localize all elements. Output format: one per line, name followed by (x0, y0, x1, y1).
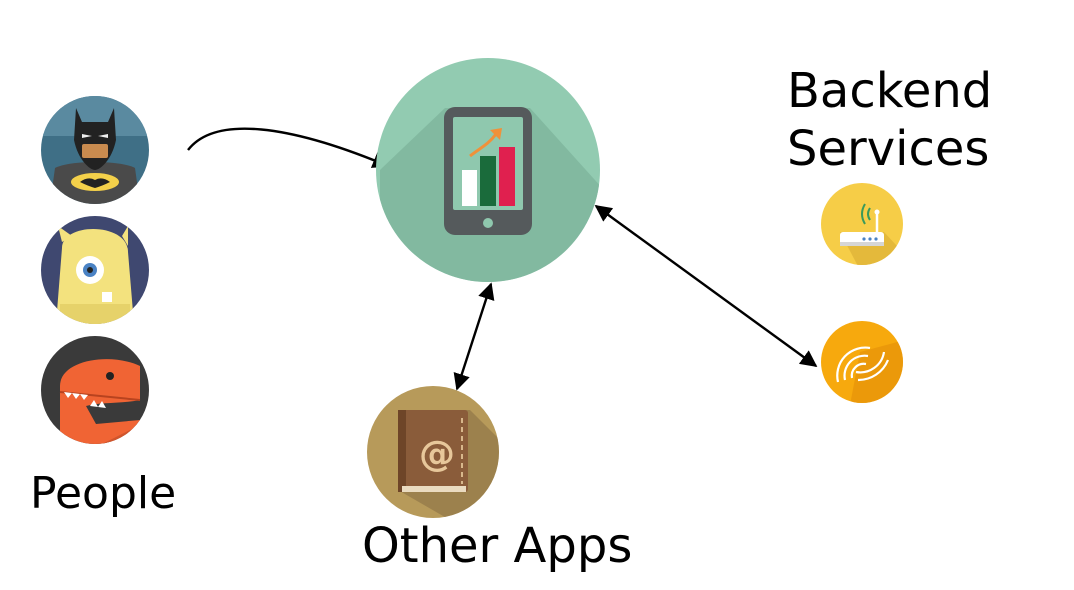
monster-avatar (41, 216, 149, 324)
people-label: People (30, 468, 177, 519)
dinosaur-avatar (41, 336, 149, 444)
app-backend-arrow (594, 205, 818, 367)
batman-avatar (41, 96, 149, 204)
app-other-apps-arrow (453, 282, 495, 391)
address-book-icon: @ (367, 386, 499, 518)
backend-label-line2: Services (787, 121, 990, 177)
mobile-app-chart-icon (376, 58, 600, 282)
svg-text:@: @ (419, 434, 455, 475)
other-apps-label: Other Apps (362, 518, 633, 574)
backend-services-label: Backend Services (787, 62, 992, 178)
wireless-signal-icon (821, 321, 903, 403)
router-icon (821, 183, 903, 265)
backend-label-line1: Backend (787, 63, 993, 119)
people-to-app-arrow (187, 127, 390, 168)
